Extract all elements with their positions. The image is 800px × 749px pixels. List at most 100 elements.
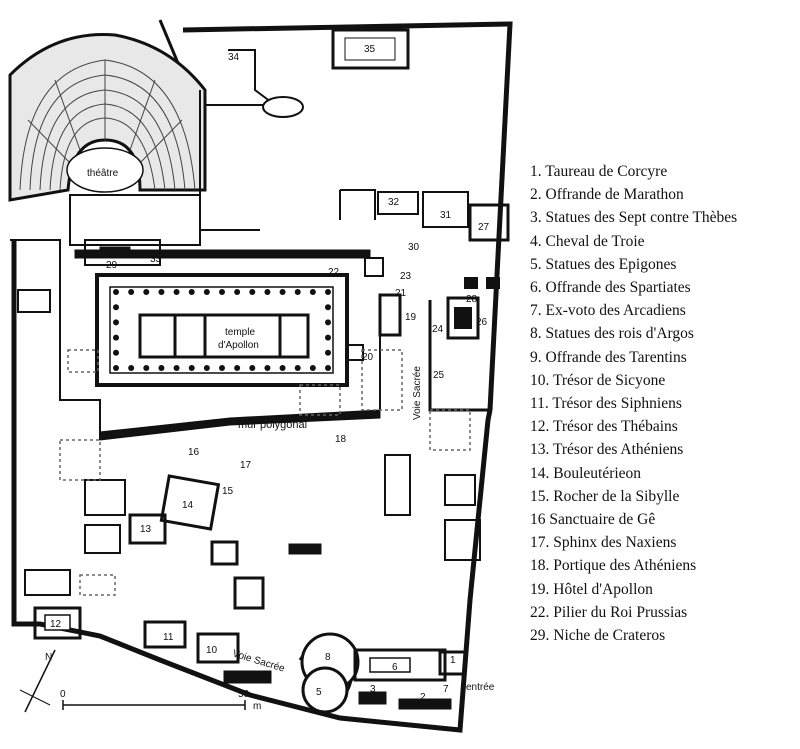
legend-item: 15. Rocher de la Sibylle (530, 487, 680, 505)
legend-item: 10. Trésor de Sicyone (530, 371, 666, 389)
east-buildings (339, 189, 510, 561)
temple-column (113, 289, 119, 295)
legend-item: 5. Statues des Epigones (530, 255, 677, 273)
temple-column (279, 289, 286, 295)
temple-label-line1: temple (225, 327, 255, 338)
temple-column (113, 304, 119, 311)
legend-item: 8. Statues des rois d'Argos (530, 325, 694, 343)
site-numbers: 1 2 3 4 5 6 7 8 9 10 11 12 13 14 15 16 1… (50, 44, 490, 703)
site-plan: théâtre temple d'Apollon (8, 19, 513, 733)
temple-column (294, 365, 301, 371)
num-4: 4 (345, 680, 351, 691)
num-6: 6 (392, 662, 398, 673)
temple-column (325, 349, 331, 356)
num-14: 14 (182, 500, 194, 511)
legend-item: 16 Sanctuaire de Gê (530, 511, 656, 529)
num-18: 18 (335, 434, 347, 445)
legend-item: 1. Taureau de Corcyre (530, 163, 668, 180)
sacred-way (223, 543, 467, 714)
num-34: 34 (228, 52, 240, 63)
legend-item: 7. Ex-voto des Arcadiens (530, 302, 686, 320)
temple-column (188, 289, 195, 295)
legend-item: 13. Trésor des Athéniens (530, 441, 684, 459)
legend-item: 4. Cheval de Troie (530, 232, 645, 250)
temple-column (158, 365, 165, 371)
temple-column (113, 334, 119, 341)
num-16: 16 (188, 447, 200, 458)
num-33: 33 (150, 254, 162, 265)
legend-item: 9. Offrande des Tarentins (530, 348, 687, 366)
entree-label: entrée (466, 682, 495, 693)
temple-label-line2: d'Apollon (218, 340, 259, 351)
theatre: théâtre (8, 33, 207, 202)
num-8: 8 (325, 652, 331, 663)
temple-column (294, 289, 301, 295)
num-19: 19 (405, 312, 417, 323)
voie-sacree-label-vertical: Voie Sacrée (412, 366, 423, 420)
temple-column (325, 334, 331, 341)
num-10: 10 (206, 645, 218, 656)
num-21: 21 (395, 288, 407, 299)
mur-polygonal-label: mur polygonal (238, 419, 307, 431)
temple-column (143, 365, 150, 371)
num-24: 24 (432, 324, 444, 335)
num-5: 5 (316, 687, 322, 698)
num-26: 26 (476, 317, 488, 328)
legend-item: 6. Offrande des Spartiates (530, 279, 691, 297)
num-2: 2 (420, 692, 426, 703)
temple-column (325, 319, 331, 326)
temple-column (279, 365, 286, 371)
num-35: 35 (364, 44, 376, 55)
temple-column (249, 365, 256, 371)
temple-column (113, 365, 119, 371)
temple-column (143, 289, 150, 295)
num-27: 27 (478, 222, 490, 233)
temple-column (264, 365, 271, 371)
temple-column (128, 365, 135, 371)
num-31: 31 (440, 210, 452, 221)
scale-50: 50 (238, 689, 250, 700)
temple-column (203, 365, 210, 371)
temple-column (113, 319, 119, 326)
temple-column (264, 289, 271, 295)
num-25: 25 (433, 370, 445, 381)
legend-item: 18. Portique des Athéniens (530, 557, 697, 575)
temple-column (325, 289, 331, 295)
num-23: 23 (400, 271, 412, 282)
temple-column (113, 349, 119, 356)
temple-column (203, 289, 210, 295)
temple-column (234, 365, 241, 371)
legend-item: 12. Trésor des Thébains (530, 418, 678, 436)
legend-item: 3. Statues des Sept contre Thèbes (530, 209, 738, 227)
num-13: 13 (140, 524, 152, 535)
temple-column (188, 365, 195, 371)
scale-0: 0 (60, 689, 66, 700)
temple-column (309, 289, 316, 295)
legend-item: 17. Sphinx des Naxiens (530, 534, 677, 552)
theatre-label: théâtre (87, 168, 119, 179)
num-29: 29 (106, 260, 118, 271)
num-7: 7 (443, 684, 449, 695)
num-20: 20 (362, 352, 374, 363)
num-17: 17 (240, 460, 252, 471)
north-structures (199, 28, 410, 231)
num-32: 32 (388, 197, 400, 208)
num-3: 3 (370, 684, 376, 695)
temple-column (173, 289, 180, 295)
legend-item: 19. Hôtel d'Apollon (530, 580, 653, 598)
temple-column (219, 289, 225, 295)
temple-column (158, 289, 165, 295)
west-treasuries (24, 349, 341, 664)
legend: 1. Taureau de Corcyre 2. Offrande de Mara… (530, 160, 795, 647)
scale-unit: m (253, 701, 261, 712)
svg-text:N: N (45, 652, 52, 663)
scale-bar: 0 50 m (60, 689, 261, 712)
temple-column (173, 365, 180, 371)
legend-item: 14. Bouleutérieon (530, 464, 642, 482)
legend-item: 22. Pilier du Roi Prussias (530, 603, 688, 621)
legend-item: 11. Trésor des Siphniens (530, 395, 682, 413)
temple-of-apollo: temple d'Apollon (95, 273, 349, 387)
num-1: 1 (450, 655, 456, 666)
num-22: 22 (328, 267, 340, 278)
legend-item: 2. Offrande de Marathon (530, 186, 684, 204)
